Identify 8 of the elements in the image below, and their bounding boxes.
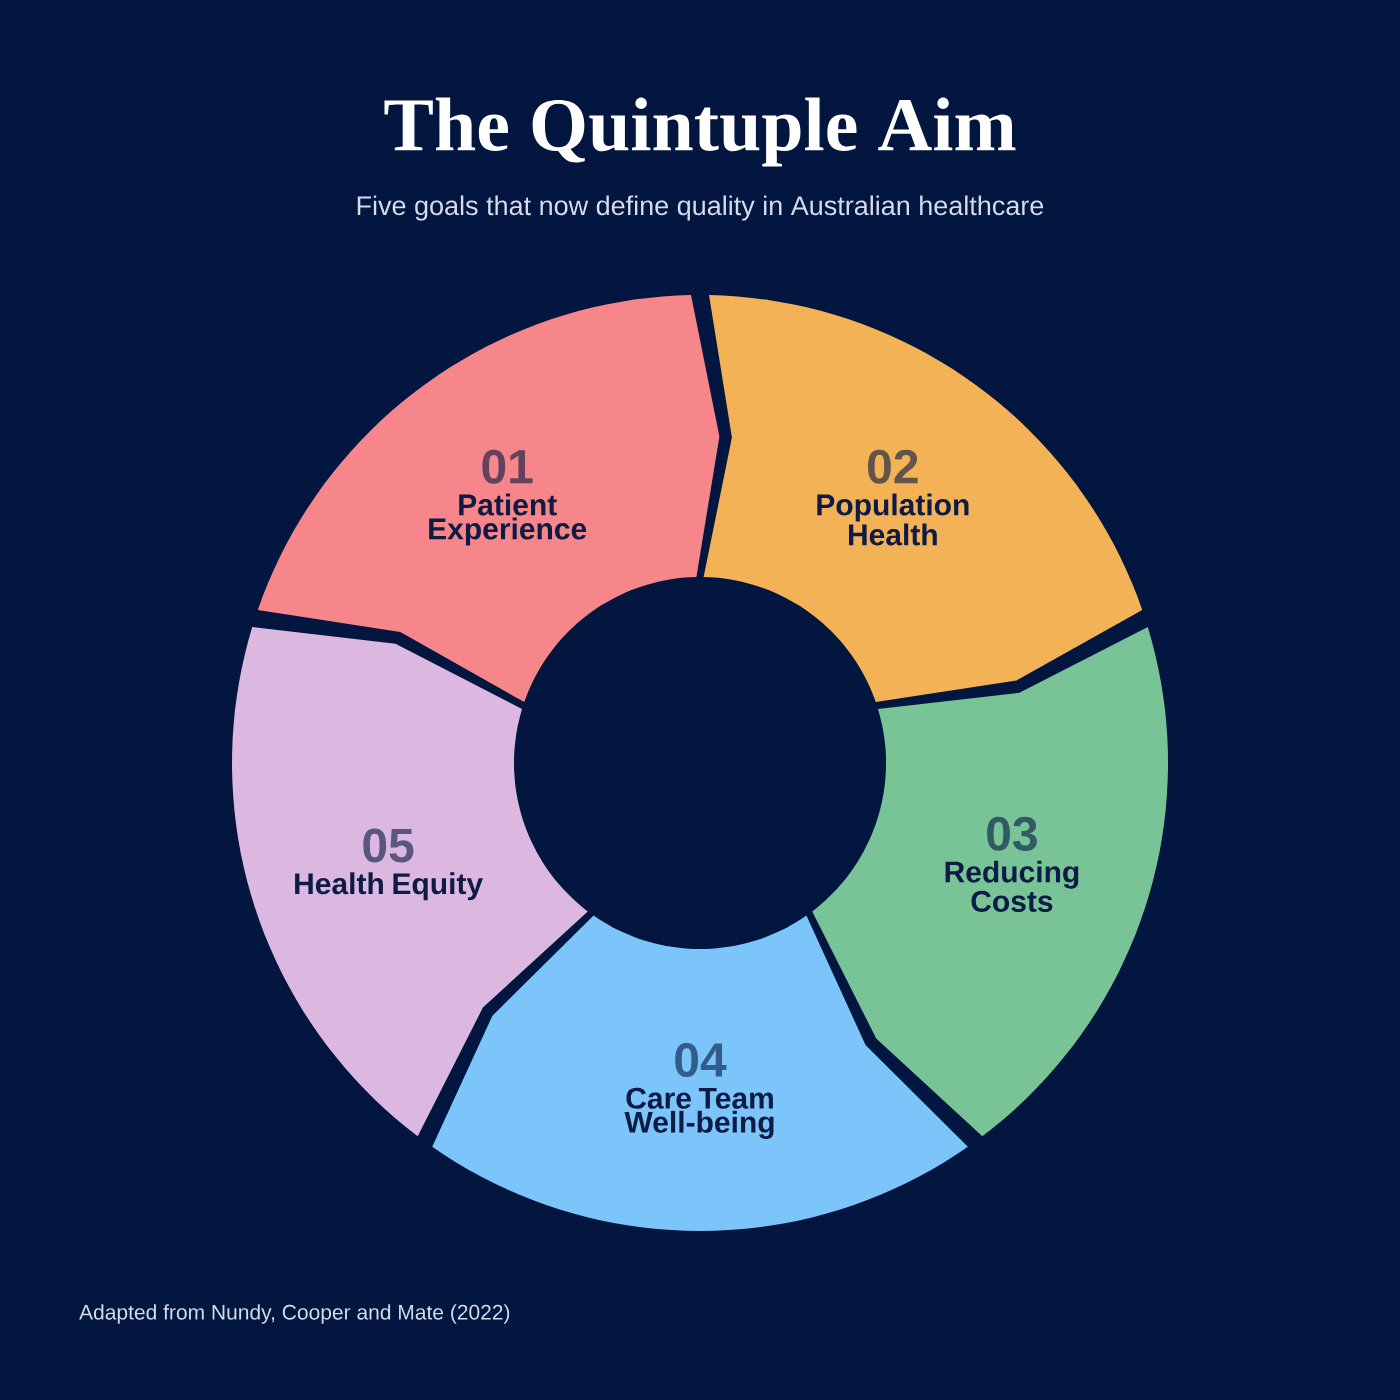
goal-segment: 04 Care Team Well-being <box>432 915 968 1231</box>
source-note: Adapted from Nundy, Cooper and Mate (2022) <box>79 1304 510 1324</box>
goal-segment: 01 Patient Experience <box>257 295 720 703</box>
goal-segment: 02 Population Health <box>703 295 1143 703</box>
title: The Quintuple Aim <box>384 97 1016 167</box>
goal-segment: 03 Reducing Costs <box>812 627 1168 1137</box>
goal-segment: 05 Health Equity <box>232 627 588 1137</box>
subtitle: Five goals that now define quality in Australian healthcare <box>357 195 1044 221</box>
